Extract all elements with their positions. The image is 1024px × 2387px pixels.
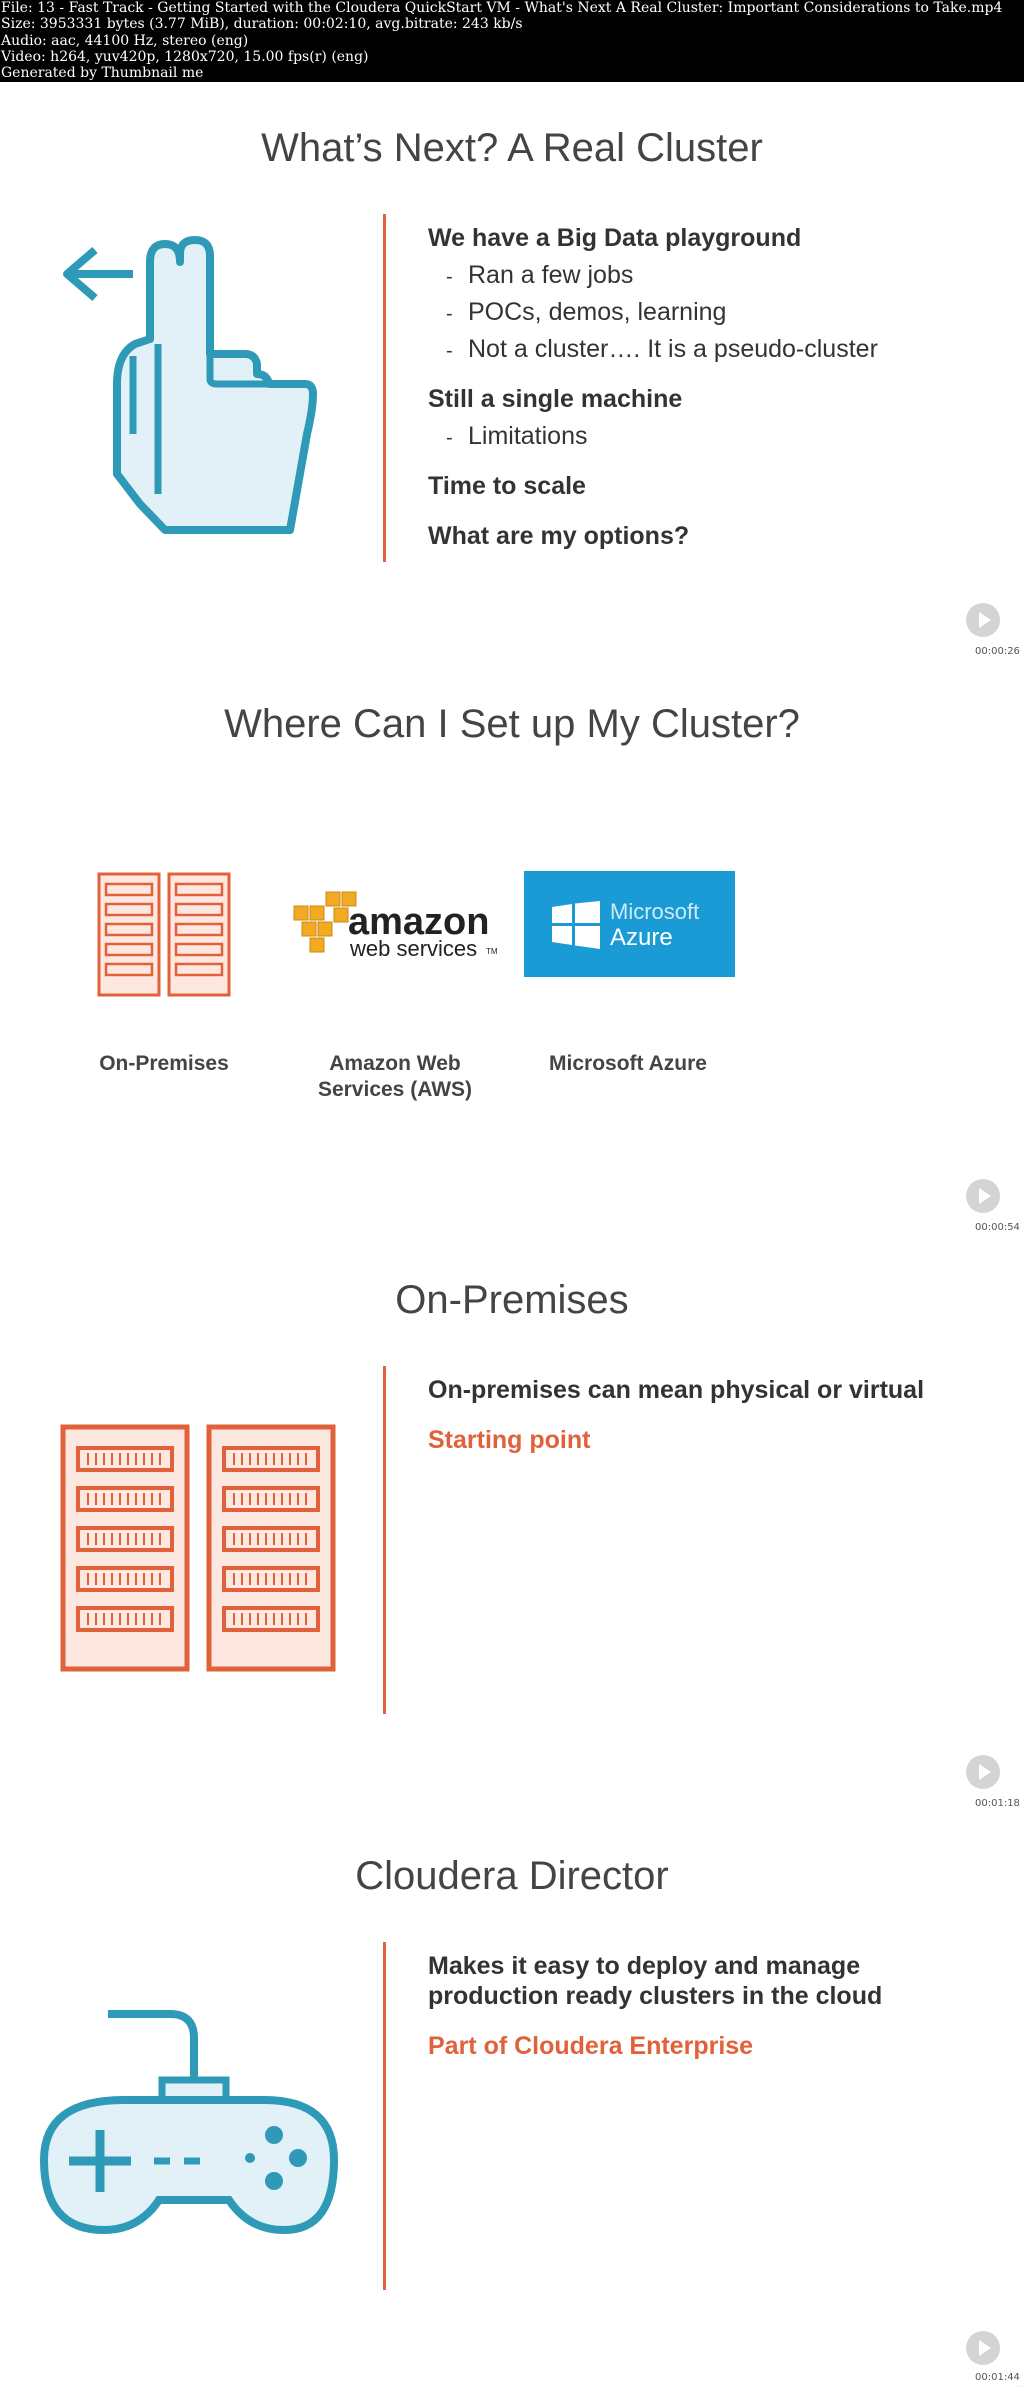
highlight-starting-point: Starting point xyxy=(428,1426,591,1454)
header-line-generator: Generated by Thumbnail me xyxy=(1,65,204,82)
azure-logo: Microsoft Azure xyxy=(524,871,735,977)
sub-point: -Not a cluster…. It is a pseudo-cluster xyxy=(446,335,878,363)
sub-point: -POCs, demos, learning xyxy=(446,298,727,326)
header-line-size: Size: 3953331 bytes (3.77 MiB), duration… xyxy=(1,16,523,33)
highlight-cloudera-enterprise: Part of Cloudera Enterprise xyxy=(428,2032,754,2060)
aws-logo-word2: web services xyxy=(349,936,477,961)
timestamp: 00:01:44 xyxy=(975,2372,1020,2383)
game-controller-icon xyxy=(39,2010,339,2235)
point-time-to-scale: Time to scale xyxy=(428,472,586,500)
slide-title: On-Premises xyxy=(395,1278,629,1322)
caption-on-premises: On-Premises xyxy=(99,1052,229,1075)
server-rack-icon xyxy=(60,1424,336,1672)
file-info-header: File: 13 - Fast Track - Getting Started … xyxy=(0,0,1024,82)
caption-aws: Amazon Web Services (AWS) xyxy=(317,1052,473,1101)
play-icon[interactable] xyxy=(966,1755,1000,1789)
azure-logo-word2: Azure xyxy=(610,924,673,951)
slide-title: What’s Next? A Real Cluster xyxy=(261,126,763,170)
server-rack-icon xyxy=(97,872,231,997)
point-options: What are my options? xyxy=(428,522,690,550)
caption-azure: Microsoft Azure xyxy=(549,1052,707,1075)
point-physical-virtual: On-premises can mean physical or virtual xyxy=(428,1376,925,1404)
play-icon[interactable] xyxy=(966,603,1000,637)
point-deploy-line2: production ready clusters in the cloud xyxy=(428,1982,883,2010)
point-deploy-line1: Makes it easy to deploy and manage xyxy=(428,1952,861,1980)
divider-line xyxy=(383,214,386,562)
aws-logo-word1: amazon xyxy=(348,901,489,943)
point-playground: We have a Big Data playground xyxy=(428,224,802,252)
slide-title: Cloudera Director xyxy=(355,1854,669,1898)
timestamp: 00:01:18 xyxy=(975,1798,1020,1809)
slide-where-cluster: Where Can I Set up My Cluster? amazon we… xyxy=(0,658,1024,1234)
two-finger-swipe-icon xyxy=(63,236,317,534)
divider-line xyxy=(383,1366,386,1714)
header-line-video: Video: h264, yuv420p, 1280x720, 15.00 fp… xyxy=(1,48,369,65)
sub-point: -Limitations xyxy=(446,422,588,450)
aws-logo-tm: TM xyxy=(486,947,498,956)
timestamp: 00:00:54 xyxy=(975,1222,1020,1233)
aws-logo: amazon web services TM xyxy=(293,891,498,961)
windows-icon xyxy=(552,901,600,949)
point-single-machine: Still a single machine xyxy=(428,385,683,413)
slide-title: Where Can I Set up My Cluster? xyxy=(224,702,800,746)
azure-logo-word1: Microsoft xyxy=(610,899,700,924)
slide-cloudera-director: Cloudera Director Makes it easy to deplo… xyxy=(0,1810,1024,2386)
timestamp: 00:00:26 xyxy=(975,646,1020,657)
play-icon[interactable] xyxy=(966,1179,1000,1213)
slide-on-premises: On-Premises On-premises can mean physica… xyxy=(0,1234,1024,1810)
header-line-audio: Audio: aac, 44100 Hz, stereo (eng) xyxy=(1,32,249,49)
slide-whats-next: What’s Next? A Real Cluster We have a Bi… xyxy=(0,82,1024,658)
header-line-file: File: 13 - Fast Track - Getting Started … xyxy=(1,0,1003,16)
sub-point: -Ran a few jobs xyxy=(446,261,634,289)
play-icon[interactable] xyxy=(966,2331,1000,2365)
divider-line xyxy=(383,1942,386,2290)
